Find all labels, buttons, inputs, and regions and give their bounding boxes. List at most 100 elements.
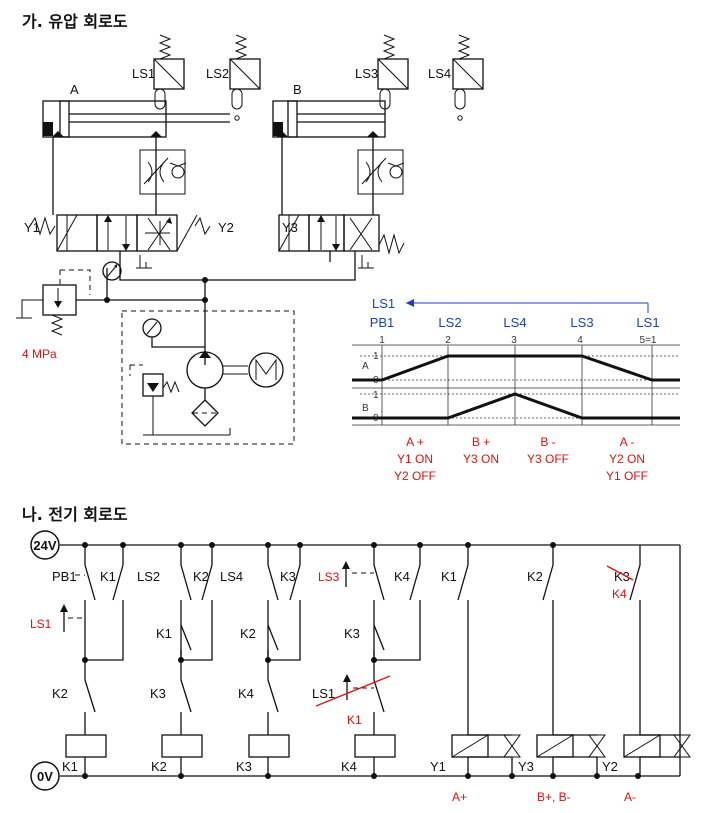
supply-24v: 24V <box>30 530 60 560</box>
ls4-label: LS4 <box>428 66 451 81</box>
step-action-3-line-2: Y3 OFF <box>527 452 569 466</box>
step-action-4-line-2: Y2 ON <box>609 452 645 466</box>
solenoid-coil-y1 <box>451 734 489 758</box>
step-action-1: A + Y1 ON Y2 OFF <box>394 435 436 483</box>
coil-k1 <box>65 734 107 758</box>
contact-k4-nc-label: K4 <box>238 686 254 701</box>
output-a-plus-label: A+ <box>452 790 467 804</box>
limit-switch-ls3: LS3 <box>355 34 409 110</box>
coil-k3-label: K3 <box>236 759 252 774</box>
contact-k3-series-label: K3 <box>344 626 360 641</box>
contact-k2-nc-label: K2 <box>52 686 68 701</box>
contact-k1-series-label: K1 <box>156 626 172 641</box>
solenoid-y2-coil-label: Y2 <box>602 759 618 774</box>
ls4-contact-label: LS4 <box>220 569 243 584</box>
coil-k4 <box>354 734 396 758</box>
solenoid-y3-coil-label: Y3 <box>518 759 534 774</box>
cylinder-b-label: B <box>293 82 302 97</box>
step-action-1-line-1: A + <box>406 435 424 449</box>
correction-k1-label: K1 <box>347 713 362 727</box>
contact-k3-output-label: K3 <box>614 569 630 584</box>
step-action-4: A - Y2 ON Y1 OFF <box>606 435 648 483</box>
step-action-3-line-1: B - <box>540 435 555 449</box>
step-number-3: 3 <box>511 335 517 346</box>
coil-k3 <box>248 734 290 758</box>
contact-k2-label: K2 <box>193 569 209 584</box>
coil-k2-label: K2 <box>151 759 167 774</box>
cylinder-a: A <box>42 82 230 138</box>
section-title-hydraulic: 가. 유압 회로도 <box>22 12 128 31</box>
contact-k1-output-label: K1 <box>441 569 457 584</box>
hydraulic-circuit: A B LS1 LS2 <box>16 34 484 445</box>
supply-0v: 0V <box>30 761 60 791</box>
step-row-a-label: A <box>362 361 369 372</box>
step-row-a-level-1: 1 <box>373 351 379 362</box>
cylinder-b: B <box>272 82 386 138</box>
ls3-contact-label: LS3 <box>318 570 340 584</box>
step-action-2-line-1: B + <box>472 435 490 449</box>
step-action-1-line-2: Y1 ON <box>397 452 433 466</box>
step-action-3: B - Y3 OFF <box>527 435 569 466</box>
cylinder-a-label: A <box>70 82 79 97</box>
directional-valve-b: Y3 <box>278 214 405 269</box>
step-top-label-1: PB1 <box>370 315 395 330</box>
section-title-electric: 나. 전기 회로도 <box>22 505 128 524</box>
step-action-2-line-2: Y3 ON <box>463 452 499 466</box>
solenoid-y1-coil-label: Y1 <box>430 759 446 774</box>
step-action-1-line-3: Y2 OFF <box>394 469 436 483</box>
step-row-b-level-1: 1 <box>373 390 379 401</box>
ls1-label: LS1 <box>132 66 155 81</box>
relief-valve-main: 4 MPa <box>16 269 91 361</box>
flow-control-valve-a <box>139 149 187 195</box>
pressure-gauge-main <box>102 261 122 281</box>
ls3-label: LS3 <box>355 66 378 81</box>
solenoid-y3-label: Y3 <box>282 220 298 235</box>
pushbutton-pb1-label: PB1 <box>52 569 77 584</box>
power-unit <box>121 310 295 445</box>
step-action-2: B + Y3 ON <box>463 435 499 466</box>
contact-k3-nc-label: K3 <box>150 686 166 701</box>
directional-valve-a: Y1 Y2 <box>24 214 234 269</box>
output-a-minus-label: A- <box>624 790 636 804</box>
step-row-b-label: B <box>362 403 369 414</box>
contact-k3-label: K3 <box>280 569 296 584</box>
step-trace-b <box>352 392 680 420</box>
step-number-5: 5=1 <box>640 335 657 346</box>
ls2-label: LS2 <box>206 66 229 81</box>
supply-24v-label: 24V <box>33 538 56 553</box>
coil-k2 <box>161 734 203 758</box>
step-number-4: 4 <box>577 335 583 346</box>
step-action-4-line-3: Y1 OFF <box>606 469 648 483</box>
coil-k4-label: K4 <box>341 759 357 774</box>
step-top-label-2: LS2 <box>438 315 461 330</box>
step-trace-a <box>352 354 680 382</box>
limit-switch-ls4: LS4 <box>428 34 484 121</box>
step-top-label-3: LS4 <box>503 315 526 330</box>
output-b-label: B+, B- <box>537 790 571 804</box>
flow-control-valve-b <box>357 149 405 195</box>
electric-circuit: 24V 0V PB1 K1 LS1 <box>30 530 691 804</box>
coil-k1-label: K1 <box>62 759 78 774</box>
step-top-label-4: LS3 <box>570 315 593 330</box>
solenoid-coil-y3 <box>536 734 574 758</box>
limit-switch-ls1: LS1 <box>132 34 185 110</box>
contact-k4-label: K4 <box>394 569 410 584</box>
step-diagram: LS1 PB1 LS2 LS4 LS3 LS1 1 2 3 4 5=1 A 1 … <box>352 296 680 483</box>
relief-pressure-label: 4 MPa <box>22 347 57 361</box>
supply-0v-label: 0V <box>37 769 53 784</box>
step-action-4-line-1: A - <box>620 435 635 449</box>
solenoid-coil-y2 <box>623 734 661 758</box>
solenoid-y1-label: Y1 <box>24 220 40 235</box>
ls1-contact-label: LS1 <box>312 686 335 701</box>
contact-k2-series-label: K2 <box>240 626 256 641</box>
contact-k2-output-label: K2 <box>527 569 543 584</box>
step-number-1: 1 <box>379 335 385 346</box>
step-arrow-label: LS1 <box>372 296 395 311</box>
ls1-left-label: LS1 <box>30 617 52 631</box>
correction-k4-label: K4 <box>612 587 627 601</box>
step-top-label-5: LS1 <box>636 315 659 330</box>
ls2-contact-label: LS2 <box>137 569 160 584</box>
step-number-2: 2 <box>445 335 451 346</box>
solenoid-y2-label: Y2 <box>218 220 234 235</box>
